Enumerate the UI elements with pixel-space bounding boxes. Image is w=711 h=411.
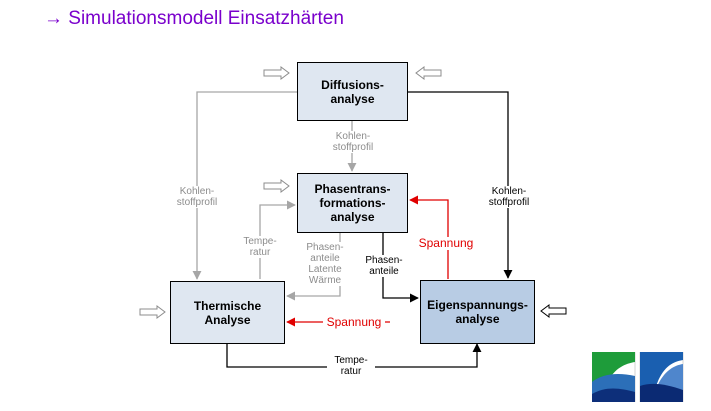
arrow-stress-to-phase [409, 195, 449, 279]
input-arrow-diffusion-left [263, 66, 290, 80]
arrow-phase-to-stress [382, 233, 419, 303]
label-carbon-profile-center: Kohlen- stoffprofil [325, 131, 381, 153]
logo [592, 352, 684, 402]
label-stress-upper: Spannung [415, 237, 477, 250]
input-arrow-thermal-left [139, 305, 166, 319]
box-thermal-analysis: Thermische Analyse [170, 281, 285, 344]
arrow-diffusion-to-thermal [192, 91, 297, 280]
label-temperature-gray: Tempe- ratur [237, 236, 283, 258]
logo-left-tile [592, 352, 636, 402]
label-stress-lower: Spannung [323, 316, 385, 329]
label-phase-fractions: Phasen- anteile [360, 255, 408, 277]
box-residual-stress-analysis: Eigenspannungs- analyse [420, 280, 535, 344]
label-temperature-bottom: Tempe- ratur [327, 355, 375, 377]
arrow-diffusion-to-stress [408, 91, 513, 279]
label-phase-fractions-latent-heat: Phasen- anteile Latente Wärme [301, 242, 349, 286]
box-diffusion-analysis: Diffusions- analyse [297, 62, 408, 121]
label-carbon-profile-right: Kohlen- stoffprofil [480, 186, 538, 208]
input-arrow-diffusion-right [415, 66, 442, 80]
input-arrow-phase-left [263, 179, 290, 193]
page-title: → Simulationsmodell Einsatzhärten [44, 8, 344, 29]
input-arrow-stress-right [540, 304, 567, 318]
box-phase-transformation-analysis: Phasentrans- formations- analyse [297, 173, 408, 233]
label-carbon-profile-left: Kohlen- stoffprofil [168, 186, 226, 208]
logo-right-tile [639, 352, 684, 402]
